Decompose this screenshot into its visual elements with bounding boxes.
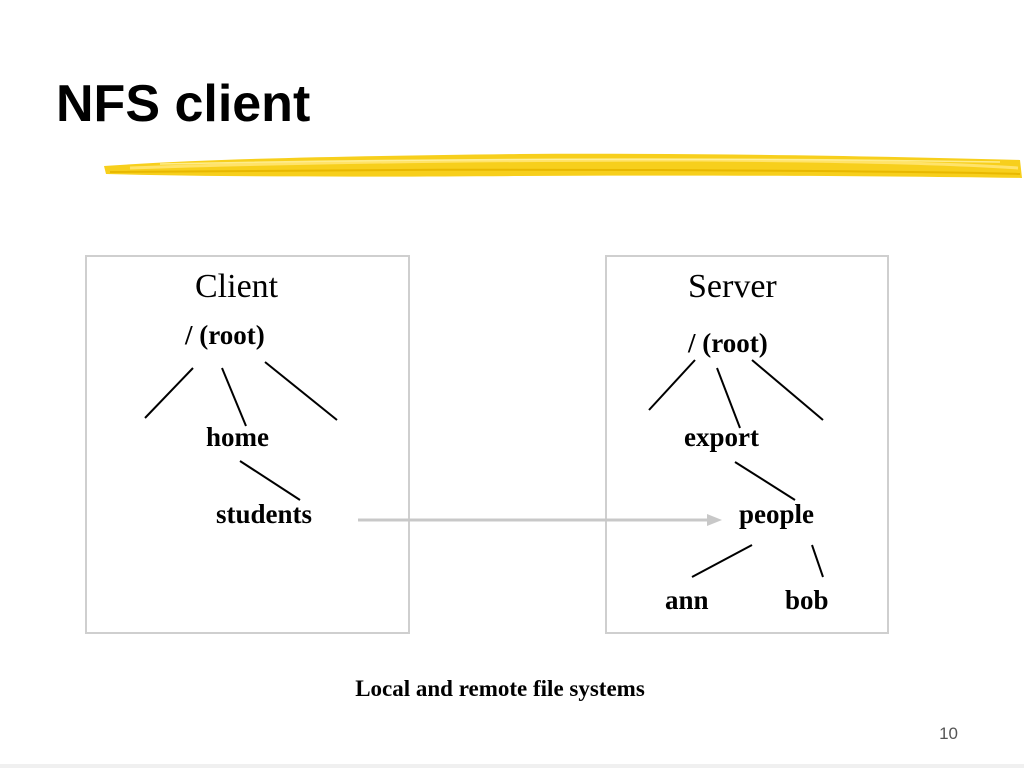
client-root-label: / (root)	[185, 322, 265, 349]
server-node-ann: ann	[665, 585, 709, 615]
server-node-export: export	[684, 422, 759, 452]
server-heading: Server	[688, 268, 777, 305]
page-number: 10	[939, 724, 958, 743]
bottom-strip	[0, 764, 1024, 768]
server-root-text: (root)	[695, 328, 768, 358]
client-heading: Client	[195, 268, 279, 305]
title-highlight-stroke	[104, 153, 1022, 178]
client-root-slash: /	[185, 320, 193, 350]
server-node-bob: bob	[785, 585, 829, 615]
server-root-label: / (root)	[688, 330, 768, 357]
client-panel	[85, 255, 410, 634]
client-node-home: home	[206, 422, 269, 452]
server-root-slash: /	[688, 328, 696, 358]
client-node-students: students	[216, 499, 313, 529]
client-root-text: (root)	[192, 320, 265, 350]
slide-title: NFS client	[56, 75, 311, 133]
diagram-caption: Local and remote file systems	[355, 676, 645, 701]
server-node-people: people	[739, 499, 815, 529]
